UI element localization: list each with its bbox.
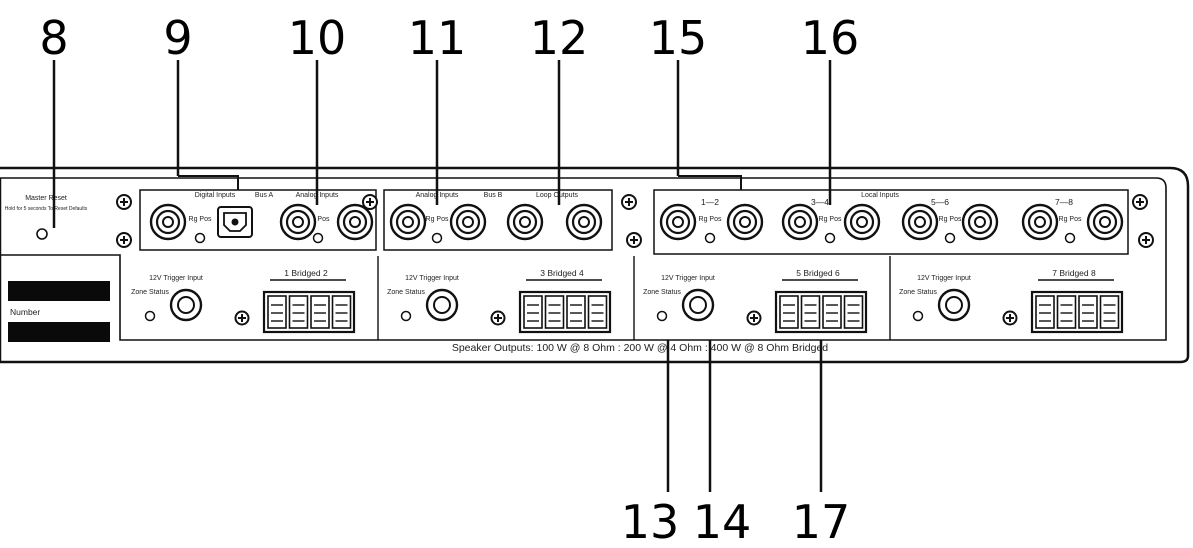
- bus-a-label: Bus A: [255, 192, 274, 199]
- zone-status-label: Zone Status: [643, 289, 681, 296]
- screw: [1132, 194, 1148, 210]
- screws: [116, 194, 1154, 248]
- input-section-outlines: [139, 189, 1129, 255]
- signal-led: [431, 232, 443, 244]
- trigger-input-label: 12V Trigger Input: [917, 275, 971, 282]
- trigger-input-label: 12V Trigger Input: [661, 275, 715, 282]
- speaker-outputs-label: Speaker Outputs: 100 W @ 8 Ohm : 200 W @…: [452, 342, 828, 354]
- pair-3-4-label: 3—4: [811, 197, 829, 207]
- speaker-terminal-block: [518, 290, 612, 334]
- zone-status-led: [656, 310, 668, 322]
- rg-pos-label-4: Rg Pos: [699, 216, 722, 223]
- callout-10: 10: [288, 11, 347, 65]
- trigger-input-label: 12V Trigger Input: [405, 275, 459, 282]
- signal-led: [312, 232, 324, 244]
- speaker-terminal-block: [1030, 290, 1124, 334]
- rca-jack: [843, 203, 881, 241]
- master-reset-sublabel: Hold for 5 seconds To Reset Defaults: [5, 206, 88, 212]
- optical-input-jack: [217, 206, 253, 238]
- rca-jack: [279, 203, 317, 241]
- rg-pos-label-7: Rg Pos: [1059, 216, 1082, 223]
- zone-status-label: Zone Status: [131, 289, 169, 296]
- speaker-terminal-block: [262, 290, 356, 334]
- rg-pos-label-5: Rg Pos: [819, 216, 842, 223]
- rca-jack: [1086, 203, 1124, 241]
- serial-number-label: Number: [10, 307, 40, 317]
- screw: [116, 194, 132, 210]
- chassis: [0, 166, 1190, 364]
- rca-jack: [659, 203, 697, 241]
- signal-led: [824, 232, 836, 244]
- bridged-label: 5 Bridged 6: [796, 268, 840, 278]
- rca-jack: [389, 203, 427, 241]
- signal-led: [1064, 232, 1076, 244]
- signal-led: [944, 232, 956, 244]
- local-inputs-label: Local Inputs: [861, 192, 899, 199]
- serial-bar-lower: [8, 322, 110, 342]
- signal-led: [704, 232, 716, 244]
- callout-15: 15: [649, 11, 708, 65]
- zone-dividers: [377, 256, 891, 340]
- zone-status-led: [912, 310, 924, 322]
- rca-jack: [149, 203, 187, 241]
- rca-jack: [961, 203, 999, 241]
- serial-bar-upper: [8, 281, 110, 301]
- callout-11: 11: [408, 11, 467, 65]
- pair-1-2-label: 1—2: [701, 197, 719, 207]
- screw: [116, 232, 132, 248]
- screw: [626, 232, 642, 248]
- pair-5-6-label: 5—6: [931, 197, 949, 207]
- rca-jack: [506, 203, 544, 241]
- trigger-input-label: 12V Trigger Input: [149, 275, 203, 282]
- callout-16: 16: [801, 11, 860, 65]
- rg-pos-label-2: Rg Pos: [307, 216, 330, 223]
- loop-outputs-label: Loop Outputs: [536, 192, 579, 199]
- callout-14: 14: [693, 495, 752, 548]
- rca-jacks: [149, 203, 1124, 241]
- pair-7-8-label: 7—8: [1055, 197, 1073, 207]
- master-reset-label: Master Reset: [25, 195, 67, 202]
- bridged-label: 3 Bridged 4: [540, 268, 584, 278]
- digital-input-bracket: [178, 175, 239, 190]
- rca-jack: [336, 203, 374, 241]
- callout-17: 17: [792, 495, 851, 548]
- callout-13: 13: [621, 495, 680, 548]
- signal-led: [194, 232, 206, 244]
- leader-lines: [52, 60, 832, 492]
- rca-jack: [901, 203, 939, 241]
- callout-9: 9: [163, 11, 192, 65]
- screw: [1138, 232, 1154, 248]
- master-reset-button: [36, 228, 48, 240]
- zone-status-led: [144, 310, 156, 322]
- rca-jack: [565, 203, 603, 241]
- digital-inputs-label: Digital Inputs: [195, 192, 236, 199]
- rca-jack: [1021, 203, 1059, 241]
- callout-8: 8: [39, 11, 68, 65]
- screw: [362, 194, 378, 210]
- screw: [621, 194, 637, 210]
- pair-1-2-bracket: [678, 175, 742, 190]
- speaker-terminal-block: [774, 290, 868, 334]
- rg-pos-label-6: Rg Pos: [939, 216, 962, 223]
- callout-12: 12: [530, 11, 589, 65]
- input-leds: [194, 232, 1076, 244]
- bus-b-label: Bus B: [484, 192, 503, 199]
- zone-status-label: Zone Status: [387, 289, 425, 296]
- rca-jack: [726, 203, 764, 241]
- zone-status-label: Zone Status: [899, 289, 937, 296]
- rg-pos-label-1: Rg Pos: [189, 216, 212, 223]
- rca-jack: [449, 203, 487, 241]
- rg-pos-label-3: Rg Pos: [426, 216, 449, 223]
- bridged-label: 1 Bridged 2: [284, 268, 328, 278]
- bridged-label: 7 Bridged 8: [1052, 268, 1096, 278]
- zone-status-led: [400, 310, 412, 322]
- rca-jack: [781, 203, 819, 241]
